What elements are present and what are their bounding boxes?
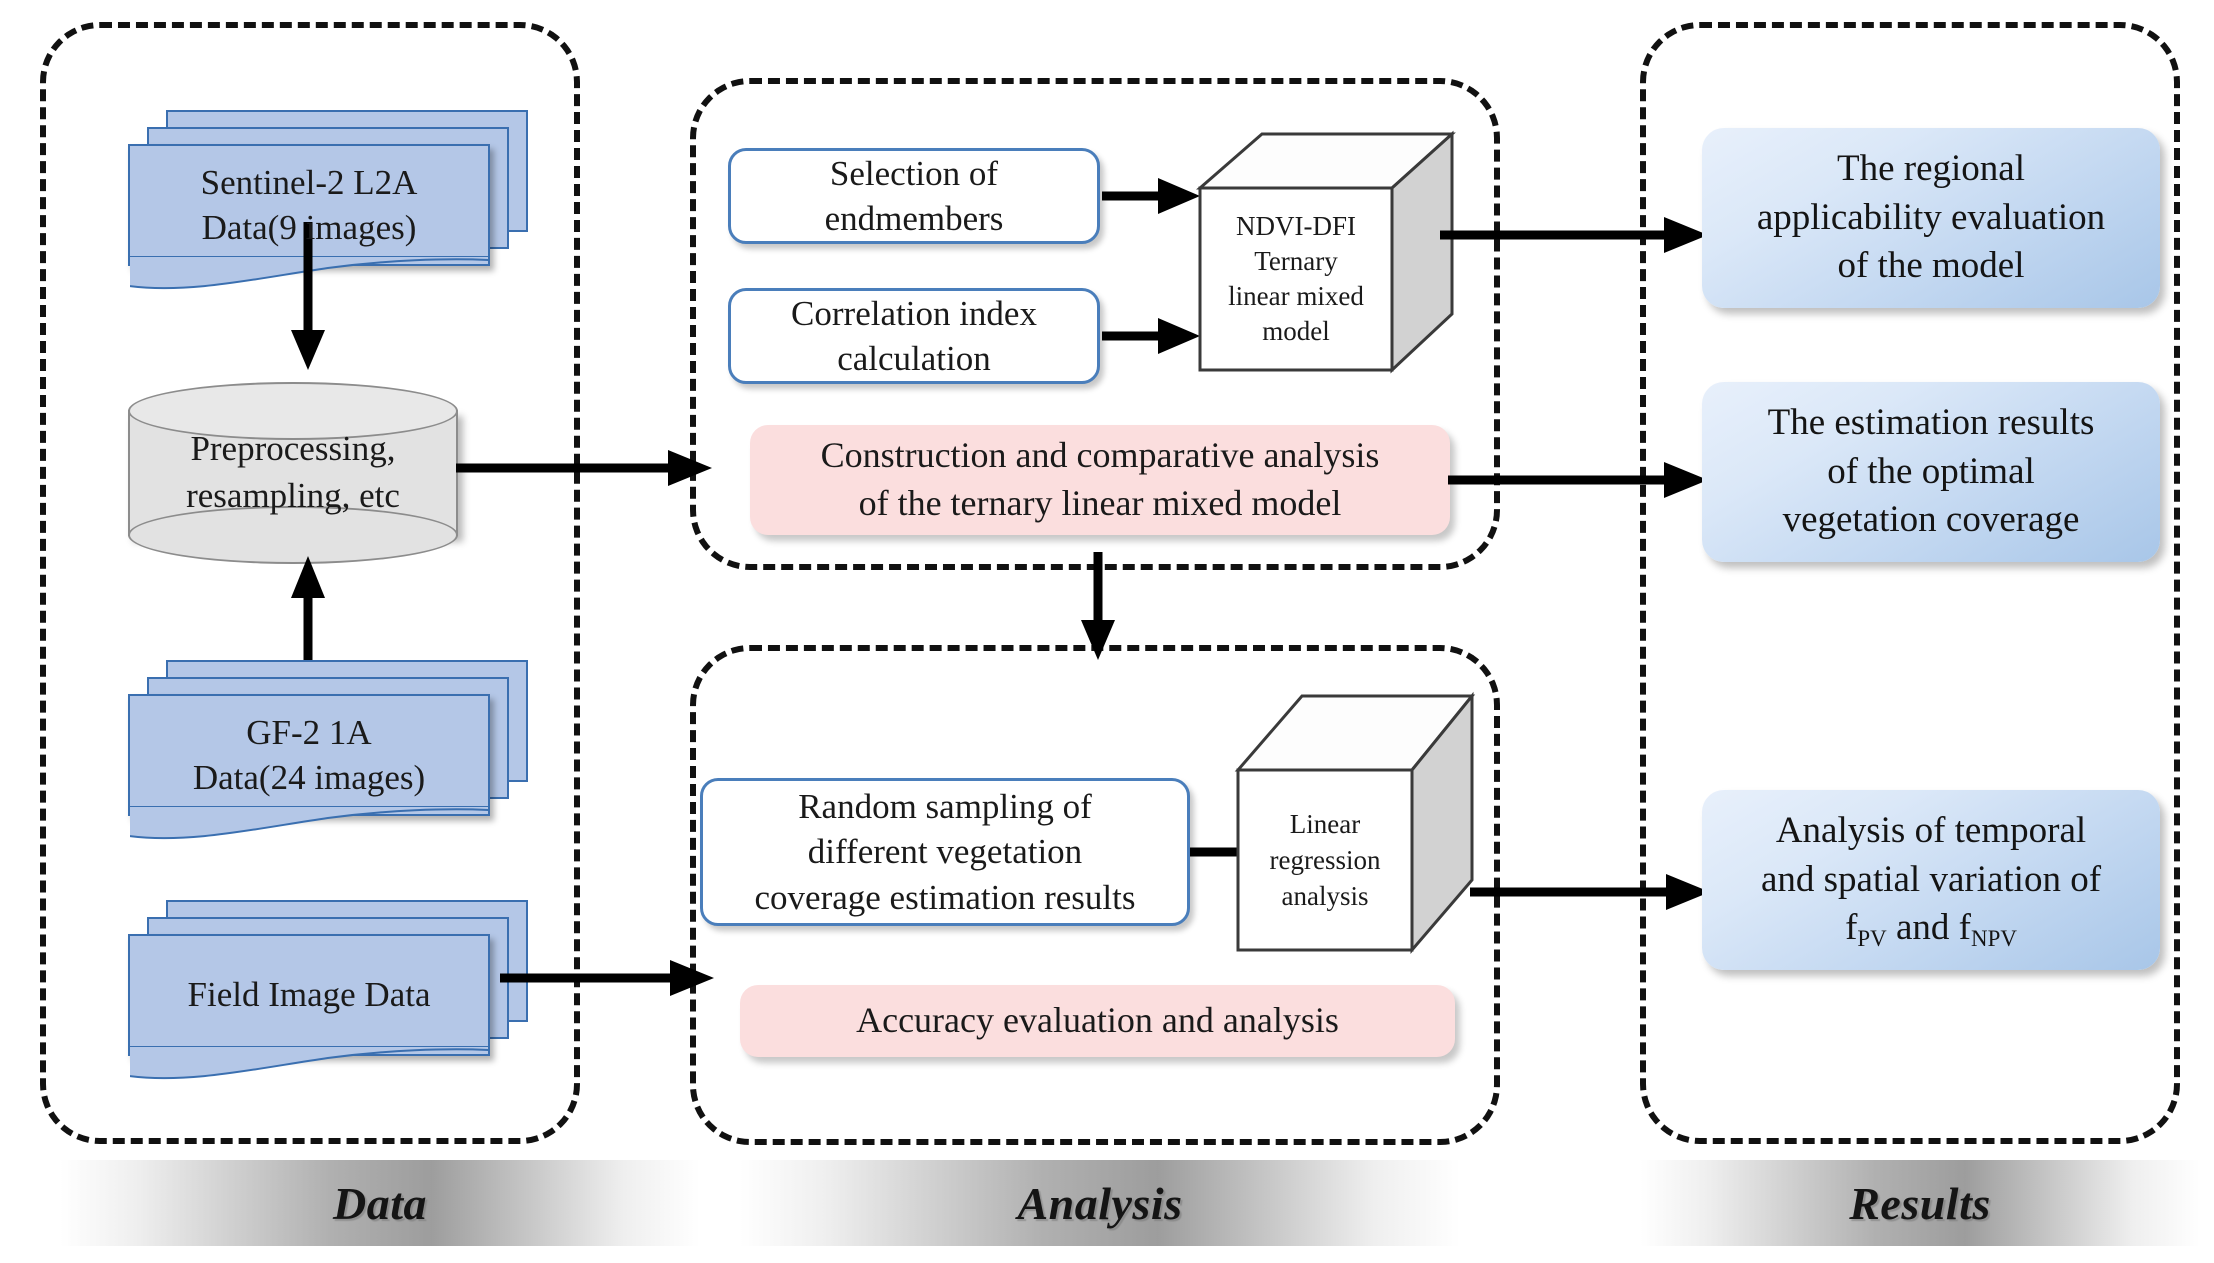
linear-regression-cube: Linear regression analysis [1230,688,1480,956]
panel-data [40,22,580,1144]
variation-line1: Analysis of temporal [1775,809,2087,851]
doc-sheet-front [128,934,490,1080]
arrow-field-to-analysis [500,958,716,998]
endmembers-line2: endmembers [824,199,1004,238]
variation-line3: fPV and fNPV [1761,904,2101,953]
applicability-line3: of the model [1837,245,2025,287]
correlation-index-box: Correlation index calculation [728,288,1100,384]
sampling-line3: coverage estimation results [754,877,1136,917]
field-image-stack: Field Image Data [128,900,528,1080]
random-sampling-box: Random sampling of different vegetation … [700,778,1190,926]
construction-line1: Construction and comparative analysis [820,435,1380,476]
sentinel-data-stack: Sentinel-2 L2A Data(9 images) [128,110,528,290]
accuracy-evaluation-box: Accuracy evaluation and analysis [740,985,1455,1057]
regression-line1: Linear [1289,808,1361,839]
sampling-line1: Random sampling of [798,786,1092,826]
arrow-construction-to-estimation [1448,460,1710,500]
field-label: Field Image Data [128,934,490,1056]
ndvi-line1: NDVI-DFI [1236,210,1356,241]
applicability-line2: applicability evaluation [1756,196,2106,238]
cube-3d-shape [1234,691,1476,955]
variation-conjunction: and f [1886,907,1971,949]
section-label-results: Results [1640,1160,2200,1246]
ndvi-line4: model [1262,316,1330,347]
fpv-subscript: PV [1857,926,1887,952]
field-line1: Field Image Data [187,975,431,1015]
variation-line2: and spatial variation of [1760,858,2102,900]
result-estimation-box: The estimation results of the optimal ve… [1702,382,2160,562]
gf2-line2: Data(24 images) [192,758,426,797]
fnpv-subscript: NPV [1971,926,2017,952]
panel-results [1640,22,2180,1144]
analysis-label-text: Analysis [1017,1177,1183,1229]
cube-3d-shape [1195,130,1456,374]
regression-line2: regression [1269,844,1381,875]
estimation-line1: The estimation results [1767,401,2095,443]
label-gradient-band [60,1160,700,1246]
ndvi-dfi-model-cube: NDVI-DFI Ternary linear mixed model [1192,126,1456,376]
cylinder-bottom [128,506,458,564]
section-label-analysis: Analysis [740,1160,1460,1246]
arrow-endmembers-to-model [1102,176,1202,216]
cylinder-top [128,382,458,440]
arrow-preprocessing-to-analysis [456,448,716,488]
arrow-upper-to-lower-analysis [1078,552,1118,662]
fpv-symbol: f [1845,907,1858,949]
arrow-regression-to-variation [1470,872,1712,912]
doc-wave-edge [130,1046,488,1080]
doc-wave-edge [130,256,488,290]
arrow-correlation-to-model [1102,316,1202,356]
construction-line2: of the ternary linear mixed model [858,483,1342,523]
selection-of-endmembers-box: Selection of endmembers [728,148,1100,244]
ndvi-dfi-label: NDVI-DFI Ternary linear mixed model [1200,188,1392,370]
gf2-label: GF-2 1A Data(24 images) [128,694,490,816]
sentinel-line1: Sentinel-2 L2A [200,162,418,202]
preprocessing-label: Preprocessing, resampling, etc [128,382,458,564]
doc-sheet-front [128,694,490,840]
correlation-line1: Correlation index [791,293,1037,333]
estimation-line3: vegetation coverage [1782,499,2080,541]
data-label-text: Data [333,1177,427,1229]
preprocessing-line2: resampling, etc [186,476,400,515]
ndvi-line3: linear mixed [1228,281,1364,311]
results-label-text: Results [1849,1177,1991,1229]
estimation-line2: of the optimal [1827,450,2035,492]
gf2-line1: GF-2 1A [246,712,372,752]
label-gradient-band [740,1160,1460,1246]
sampling-line2: different vegetation [807,832,1083,872]
construction-comparative-box: Construction and comparative analysis of… [750,425,1450,535]
result-applicability-box: The regional applicability evaluation of… [1702,128,2160,308]
endmembers-line1: Selection of [829,153,999,193]
preprocessing-line1: Preprocessing, [190,429,396,469]
arrow-sentinel-to-preprocessing [288,222,328,372]
arrow-model-to-applicability [1440,215,1710,255]
preprocessing-cylinder: Preprocessing, resampling, etc [128,382,458,564]
regression-line3: analysis [1281,881,1369,912]
doc-wave-edge [130,806,488,840]
applicability-line1: The regional [1837,147,2025,189]
accuracy-line1: Accuracy evaluation and analysis [856,1000,1339,1041]
linear-regression-label: Linear regression analysis [1238,770,1412,950]
label-gradient-band [1640,1160,2200,1246]
gf2-data-stack: GF-2 1A Data(24 images) [128,660,528,840]
sentinel-label: Sentinel-2 L2A Data(9 images) [128,144,490,266]
correlation-line2: calculation [837,339,991,378]
ndvi-line2: Ternary [1254,245,1338,276]
result-variation-box: Analysis of temporal and spatial variati… [1702,790,2160,970]
section-label-data: Data [60,1160,700,1246]
sentinel-line2: Data(9 images) [201,208,417,247]
